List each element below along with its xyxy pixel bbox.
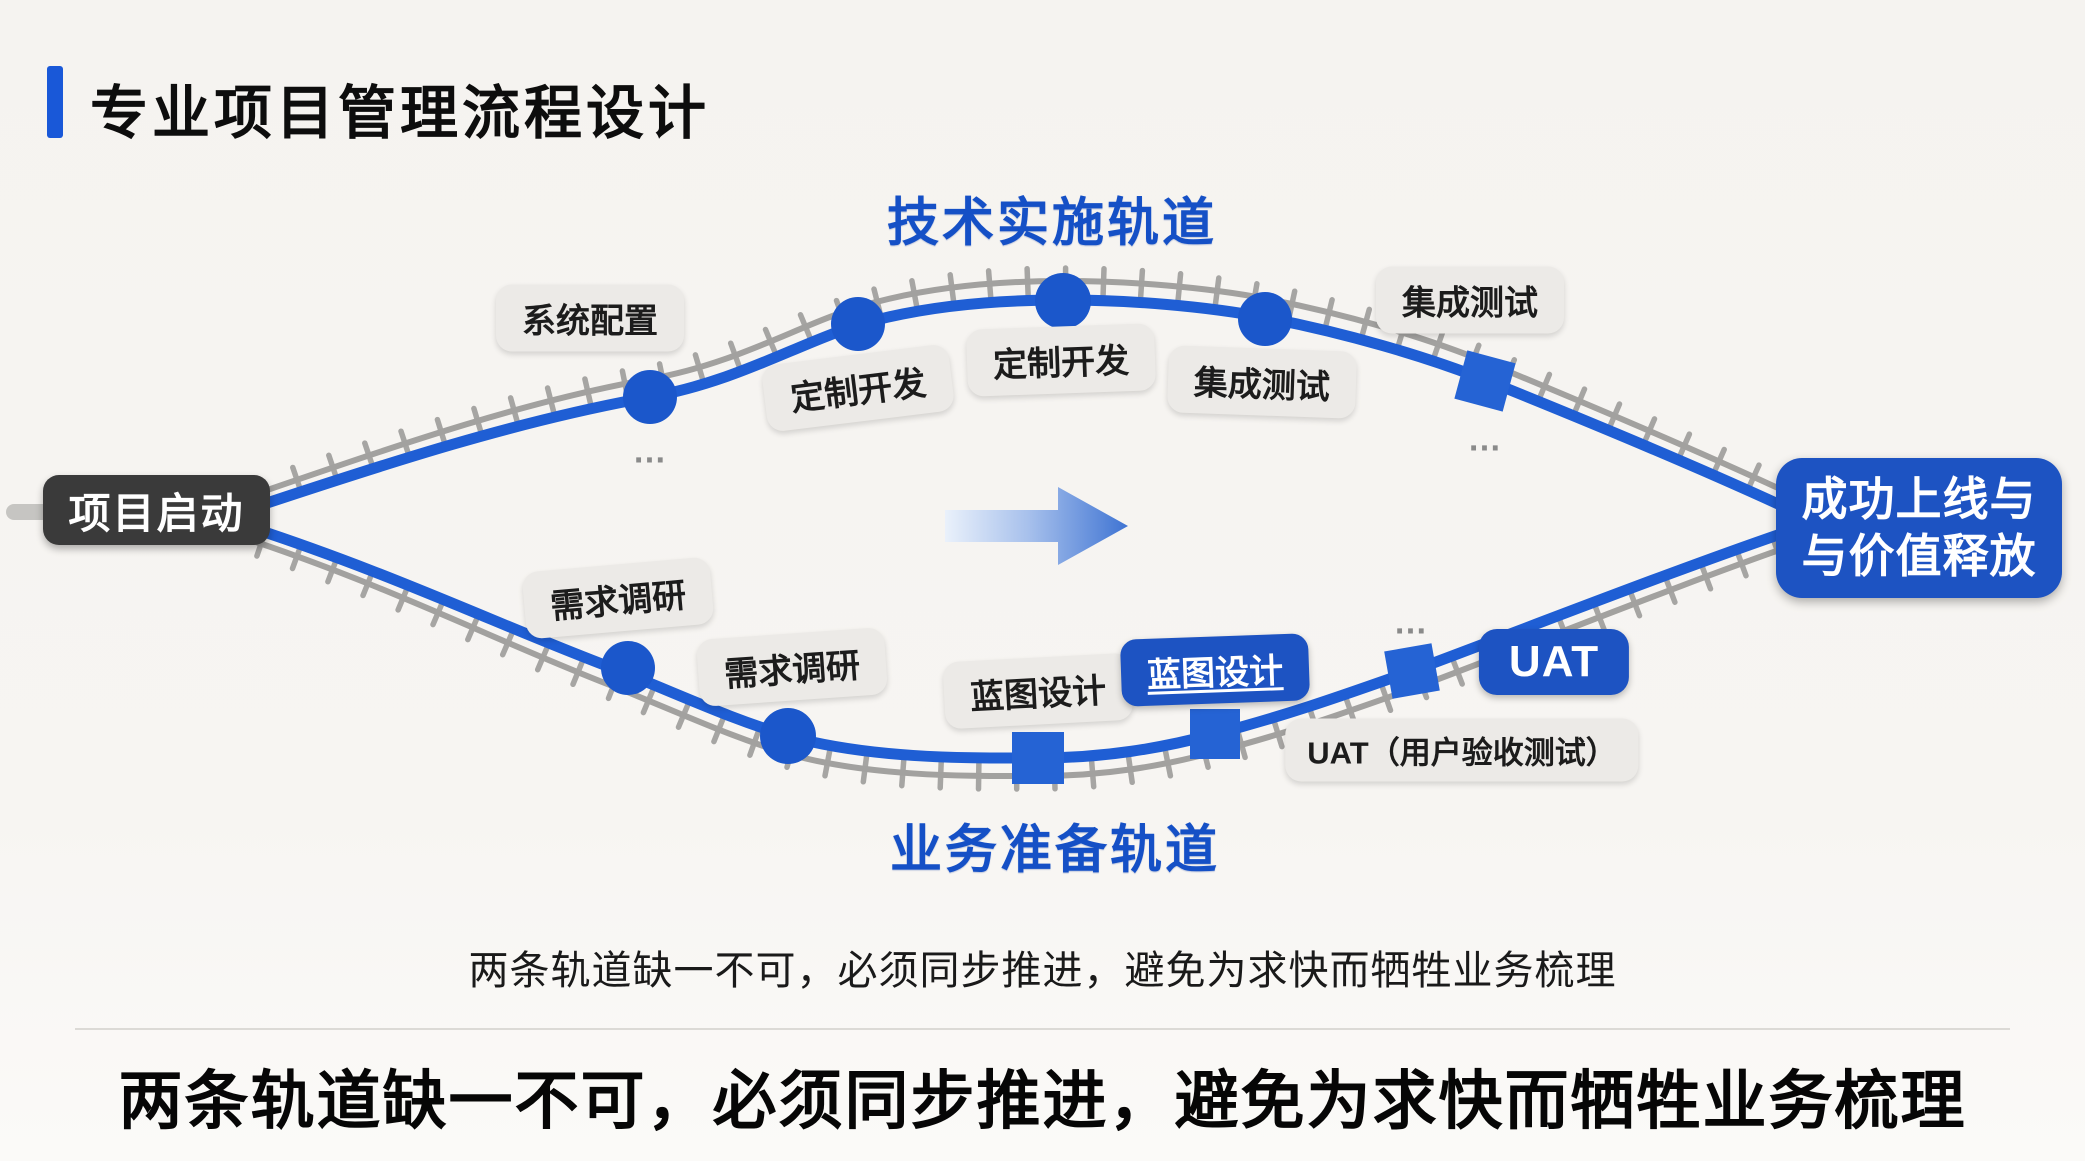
top-track-label: 技术实施轨道 [886,194,1218,253]
station-badge-uat: UAT [1478,629,1630,695]
divider-line [75,1028,2010,1030]
station-badge-blueprint-blue: 蓝图设计 [1119,633,1311,707]
note-text: 两条轨道缺一不可，必须同步推进，避免为求快而牺牲业务梳理 [468,949,1617,993]
station-label-integration-test-1: 集成测试 [1166,345,1358,419]
start-badge: 项目启动 [43,475,270,545]
station-label-custom-dev-2: 定制开发 [965,323,1157,397]
end-badge: 成功上线与 与价值释放 [1776,458,2062,598]
station-node-integration-test-1 [1238,292,1292,346]
flow-arrow [945,487,1128,565]
station-node-requirement-research-2 [760,708,816,764]
station-label-integration-test-2: 集成测试 [1376,266,1564,334]
end-badge-line2: 与价值释放 [1801,530,2037,582]
station-node-requirement-research-1 [601,641,655,695]
ellipsis-top-right: … [1467,420,1507,459]
ellipsis-top-left: … [632,432,672,471]
station-label-requirement-research-2: 需求调研 [695,627,889,707]
ellipsis-bottom-right: … [1393,603,1433,642]
station-label-system-config: 系统配置 [496,284,684,352]
station-node-custom-dev-2 [1035,273,1091,329]
station-node-system-config [623,370,677,424]
end-badge-line1: 成功上线与 [1801,472,2037,525]
station-node-uat [1384,643,1440,699]
station-node-blueprint-2 [1190,709,1240,759]
page-title: 专业项目管理流程设计 [90,81,711,146]
title-accent-bar [47,66,63,138]
station-node-custom-dev-1 [831,297,885,351]
station-label-requirement-research-1: 需求调研 [521,556,715,640]
station-label-uat-full: UAT（用户验收测试） [1285,718,1639,782]
footer-headline: 两条轨道缺一不可，必须同步推进，避免为求快而牺牲业务梳理 [118,1065,1967,1137]
station-label-custom-dev-1: 定制开发 [760,343,956,433]
station-label-blueprint-grey: 蓝图设计 [942,652,1134,730]
station-node-blueprint-1 [1012,732,1064,784]
station-node-integration-test-2 [1454,350,1516,412]
bottom-track-label: 业务准备轨道 [889,821,1221,880]
